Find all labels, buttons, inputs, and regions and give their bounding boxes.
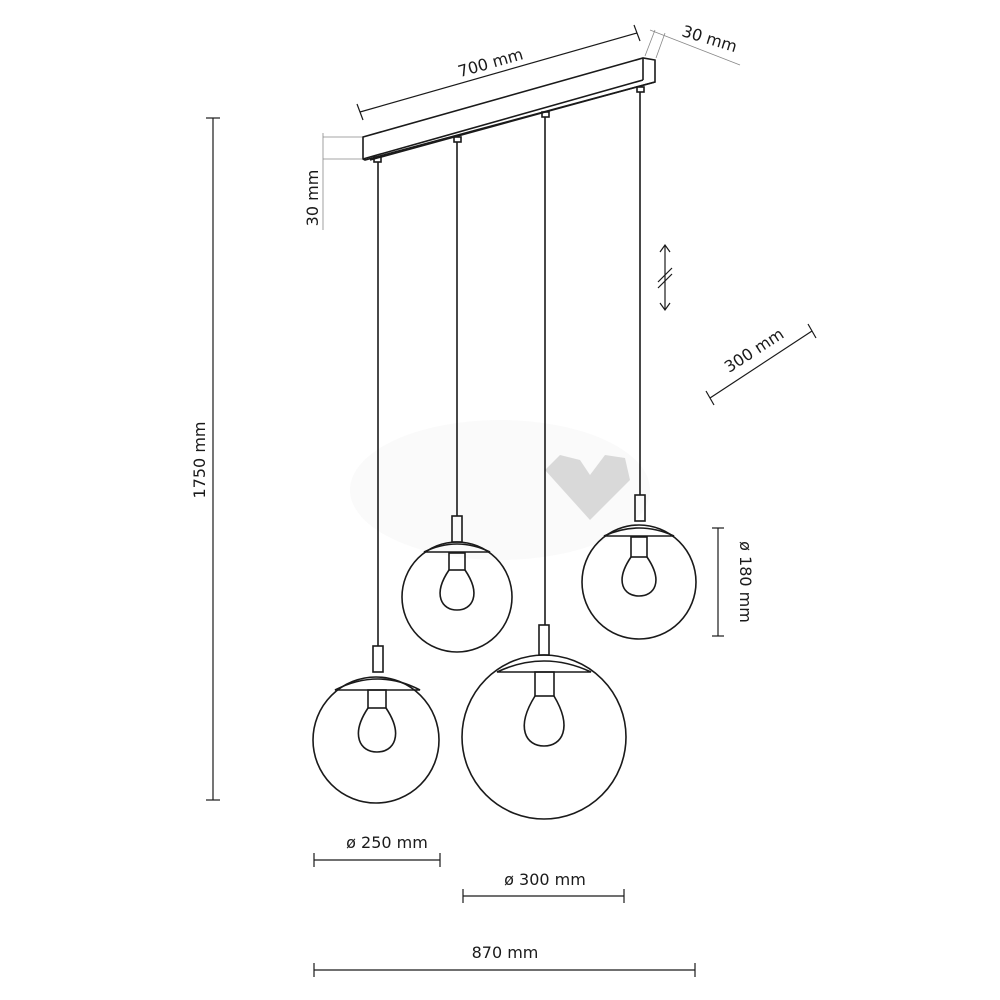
dim-250: ø 250 mm bbox=[313, 833, 441, 867]
globe-right-180 bbox=[581, 494, 697, 640]
label-canopy-depth: 30 mm bbox=[680, 21, 740, 56]
label-total-height: 1750 mm bbox=[190, 422, 209, 499]
label-total-width: 870 mm bbox=[472, 943, 539, 962]
label-medium-globe: ø 250 mm bbox=[346, 833, 428, 852]
dim-1750: 1750 mm bbox=[190, 117, 220, 801]
dim-180: ø 180 mm bbox=[712, 527, 755, 637]
ceiling-canopy bbox=[362, 57, 656, 163]
dim-300-adjustable: 300 mm bbox=[705, 323, 817, 406]
globe-large-300 bbox=[461, 624, 627, 820]
globe-mid-small bbox=[401, 515, 513, 653]
label-canopy-length: 700 mm bbox=[456, 44, 525, 81]
label-canopy-height: 30 mm bbox=[303, 170, 322, 227]
adjustable-arrows-icon bbox=[657, 243, 673, 312]
label-small-globe: ø 180 mm bbox=[736, 541, 755, 623]
label-large-globe: ø 300 mm bbox=[504, 870, 586, 889]
globe-left-250 bbox=[312, 645, 440, 804]
dim-30-height: 30 mm bbox=[303, 133, 362, 230]
dim-300-globe: ø 300 mm bbox=[462, 870, 625, 903]
dim-700: 700 mm bbox=[356, 24, 641, 121]
suspension-cords bbox=[377, 92, 641, 646]
dim-30-depth: 30 mm bbox=[644, 21, 741, 66]
watermark-logo bbox=[350, 420, 650, 560]
dim-870: 870 mm bbox=[313, 943, 696, 977]
